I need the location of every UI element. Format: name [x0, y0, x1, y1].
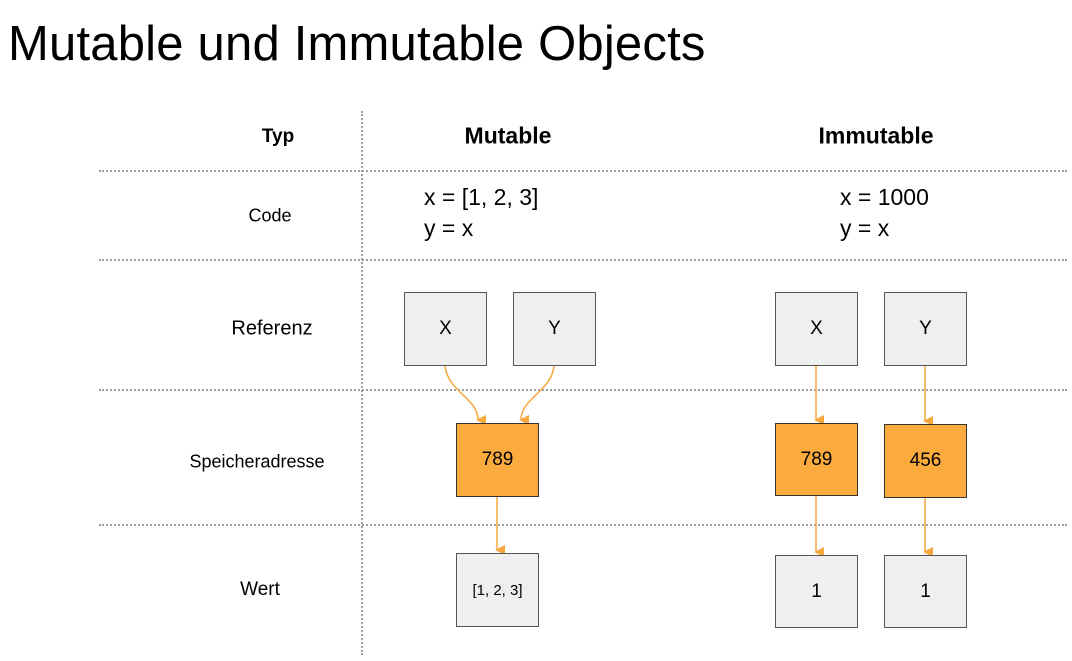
arrow-mutable-y-to-address	[519, 365, 555, 426]
mutable-code-line-1: x = [1, 2, 3]	[424, 184, 539, 210]
immutable-address-box-y: 456	[884, 424, 967, 498]
row-label-referenz: Referenz	[231, 317, 313, 340]
row-label-wert: Wert	[240, 579, 280, 600]
divider-referenz	[99, 389, 1067, 391]
divider-speicheradresse	[99, 524, 1067, 526]
mutable-address-box: 789	[456, 423, 539, 497]
immutable-code: x = 1000 y = x	[840, 182, 929, 244]
immutable-value-box-y: 1	[884, 555, 967, 628]
divider-label-column	[361, 111, 363, 655]
mutable-code-line-2: y = x	[424, 215, 474, 241]
divider-header	[99, 170, 1067, 172]
immutable-reference-x: X	[775, 292, 858, 366]
immutable-address-box-x: 789	[775, 423, 858, 496]
arrow-mutable-x-to-address	[444, 365, 487, 425]
row-label-speicheradresse: Speicheradresse	[189, 451, 325, 472]
column-header-typ: Typ	[261, 126, 295, 147]
immutable-code-line-2: y = x	[840, 215, 890, 241]
mutable-value-box: [1, 2, 3]	[456, 553, 539, 627]
column-header-immutable: Immutable	[818, 122, 934, 149]
row-label-code: Code	[248, 205, 292, 226]
divider-code	[99, 259, 1067, 261]
immutable-reference-y: Y	[884, 292, 967, 366]
column-header-mutable: Mutable	[464, 122, 552, 149]
mutable-reference-x: X	[404, 292, 487, 366]
mutable-code: x = [1, 2, 3] y = x	[424, 182, 538, 244]
page-title: Mutable und Immutable Objects	[8, 17, 706, 71]
immutable-code-line-1: x = 1000	[840, 184, 929, 210]
immutable-value-box-x: 1	[775, 555, 858, 628]
mutable-reference-y: Y	[513, 292, 596, 366]
